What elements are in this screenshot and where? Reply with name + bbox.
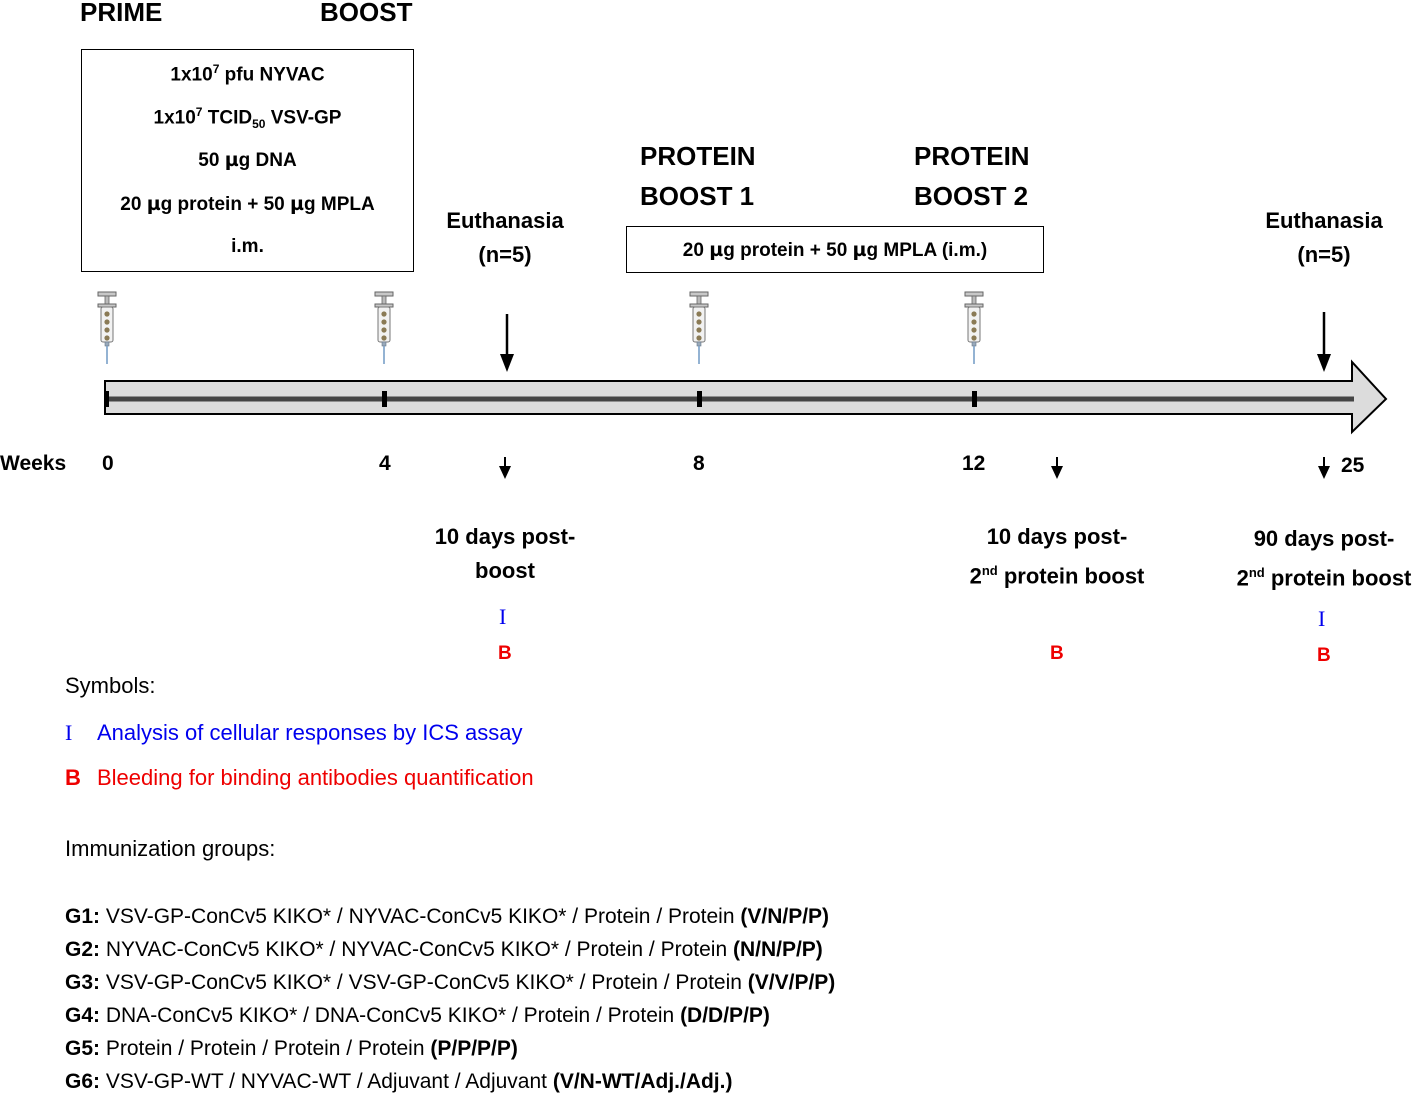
boost-label: BOOST: [320, 0, 413, 27]
sample-point-2: 10 days post- 2nd protein boost: [947, 520, 1167, 593]
sample-point-3-line1: 90 days post-: [1253, 526, 1395, 551]
euthanasia-arrow-icon: [500, 314, 514, 372]
protein-boost-dose: 20 µg protein + 50 µg MPLA (i.m.): [682, 239, 988, 261]
syringe-icon: [689, 291, 709, 365]
dose-line-vsvgp: 1x107 TCID50 VSV-GP: [153, 105, 342, 132]
group-row: G4: DNA-ConCv5 KIKO* / DNA-ConCv5 KIKO* …: [65, 1004, 770, 1027]
bleed-mark: B: [498, 643, 512, 664]
protein-boost-1-line1: PROTEIN: [640, 141, 756, 171]
group-row: G5: Protein / Protein / Protein / Protei…: [65, 1037, 518, 1060]
euthanasia-arrow-icon: [1317, 312, 1331, 372]
sample-point-2-line1: 10 days post-: [986, 524, 1128, 549]
legend-bleed-text: Bleeding for binding antibodies quantifi…: [97, 765, 534, 790]
sample-point-1-line2: boost: [475, 558, 535, 583]
legend-ics-symbol: I: [65, 720, 73, 745]
groups-title: Immunization groups:: [65, 836, 276, 861]
sample-point-1: 10 days post- boost: [405, 520, 605, 588]
euthanasia-1-line2: (n=5): [478, 242, 532, 267]
legend-bleed: B Bleeding for binding antibodies quantif…: [65, 765, 534, 791]
sample-point-1-line1: 10 days post-: [434, 524, 576, 549]
euthanasia-label-2: Euthanasia (n=5): [1244, 204, 1404, 272]
week-tick-label: 4: [379, 452, 391, 475]
group-row: G3: VSV-GP-ConCv5 KIKO* / VSV-GP-ConCv5 …: [65, 971, 836, 994]
euthanasia-2-line2: (n=5): [1297, 242, 1351, 267]
euthanasia-label-1: Euthanasia (n=5): [425, 204, 585, 272]
protein-boost-2-line2: BOOST 2: [914, 181, 1029, 211]
group-row: G6: VSV-GP-WT / NYVAC-WT / Adjuvant / Ad…: [65, 1070, 733, 1093]
legend-ics-text: Analysis of cellular responses by ICS as…: [97, 720, 523, 745]
prime-boost-dosing-box: 1x107 pfu NYVAC 1x107 TCID50 VSV-GP 50 µ…: [81, 49, 414, 272]
syringe-icon: [964, 291, 984, 365]
dose-line-nyvac: 1x107 pfu NYVAC: [170, 62, 325, 86]
sampling-arrow-icon: [499, 457, 511, 479]
legend-ics: I Analysis of cellular responses by ICS a…: [65, 720, 523, 746]
protein-boost-1-label: PROTEIN BOOST 1: [640, 136, 756, 216]
ics-mark: I: [499, 604, 507, 629]
sampling-arrow-icon: [1318, 457, 1330, 479]
group-row: G2: NYVAC-ConCv5 KIKO* / NYVAC-ConCv5 KI…: [65, 938, 823, 961]
dose-line-route: i.m.: [231, 236, 264, 257]
sample-point-2-line2: 2nd protein boost: [969, 563, 1145, 589]
sample-point-3-line2: 2nd protein boost: [1236, 565, 1412, 591]
legend-bleed-symbol: B: [65, 765, 81, 790]
euthanasia-2-line1: Euthanasia: [1265, 208, 1383, 233]
sample-point-3: 90 days post- 2nd protein boost: [1214, 522, 1426, 595]
week-tick-label: 25: [1341, 454, 1365, 477]
groups-list: G1: VSV-GP-ConCv5 KIKO* / NYVAC-ConCv5 K…: [65, 900, 835, 1098]
dose-line-dna: 50 µg DNA: [198, 149, 297, 171]
syringe-icon: [97, 291, 117, 365]
group-row: G1: VSV-GP-ConCv5 KIKO* / NYVAC-ConCv5 K…: [65, 905, 830, 928]
bleed-mark: B: [1050, 643, 1064, 664]
sampling-arrow-icon: [1051, 457, 1063, 479]
protein-boost-dosing-box: 20 µg protein + 50 µg MPLA (i.m.): [626, 226, 1044, 273]
dose-line-protein: 20 µg protein + 50 µg MPLA: [120, 193, 375, 215]
weeks-axis-label: Weeks: [0, 452, 67, 475]
timeline-arrow: [104, 359, 1388, 435]
symbols-title: Symbols:: [65, 673, 156, 698]
protein-boost-2-line1: PROTEIN: [914, 141, 1030, 171]
protein-boost-2-label: PROTEIN BOOST 2: [914, 136, 1030, 216]
ics-mark: I: [1318, 606, 1326, 631]
syringe-icon: [374, 291, 394, 365]
bleed-mark: B: [1317, 645, 1331, 666]
prime-label: PRIME: [80, 0, 163, 27]
week-tick-label: 12: [962, 452, 986, 475]
euthanasia-1-line1: Euthanasia: [446, 208, 564, 233]
week-tick-label: 8: [693, 452, 705, 475]
week-tick-label: 0: [102, 452, 114, 475]
protein-boost-1-line2: BOOST 1: [640, 181, 755, 211]
